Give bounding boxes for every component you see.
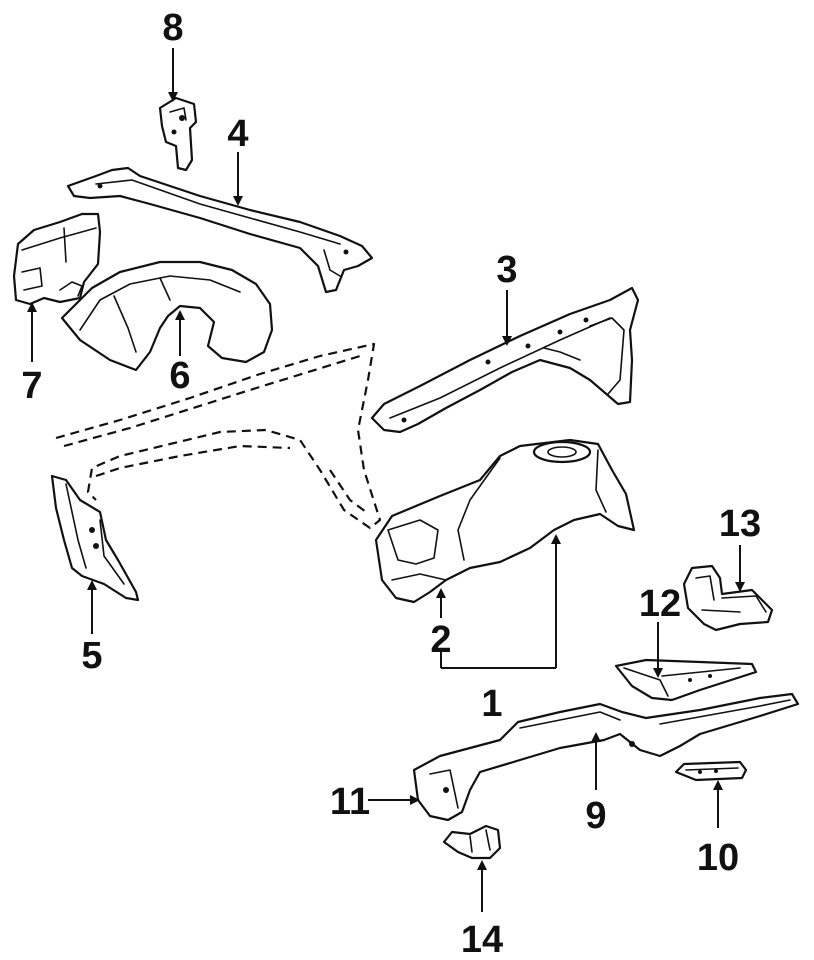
callout-labels: 8 4 7 6 3 5 2 1 13 12 9 10 11 14 xyxy=(21,7,761,960)
callout-4: 4 xyxy=(227,113,248,155)
part-2-apron[interactable] xyxy=(374,438,636,604)
part-10-plate[interactable] xyxy=(674,760,748,782)
callout-3: 3 xyxy=(496,249,517,291)
part-5-filler-panel[interactable] xyxy=(50,474,140,602)
leader-lines xyxy=(27,48,745,912)
leader-1-base xyxy=(440,648,556,669)
part-12-rail-extension[interactable] xyxy=(614,658,758,702)
callout-6: 6 xyxy=(169,355,190,397)
callout-10: 10 xyxy=(697,837,739,879)
part-7-splash-shield[interactable] xyxy=(12,212,102,306)
callout-11: 11 xyxy=(330,781,370,823)
callout-8: 8 xyxy=(162,7,183,49)
callout-5: 5 xyxy=(81,635,102,677)
part-3-upper-rail[interactable] xyxy=(370,286,640,434)
part-9-frame-rail[interactable] xyxy=(412,692,800,822)
callout-2: 2 xyxy=(430,619,451,661)
part-13-bracket[interactable] xyxy=(682,564,774,632)
part-4-support-bar[interactable] xyxy=(66,166,374,294)
callout-14: 14 xyxy=(461,919,503,960)
callout-13: 13 xyxy=(719,503,761,545)
callout-9: 9 xyxy=(585,795,606,837)
callout-1: 1 xyxy=(481,683,502,725)
fender-outline xyxy=(55,342,382,530)
callout-7: 7 xyxy=(21,365,42,407)
part-14-mount[interactable] xyxy=(442,824,502,860)
part-6-wheelhouse-liner[interactable] xyxy=(60,260,274,372)
callout-12: 12 xyxy=(639,583,681,625)
part-8-bracket[interactable] xyxy=(158,96,198,172)
